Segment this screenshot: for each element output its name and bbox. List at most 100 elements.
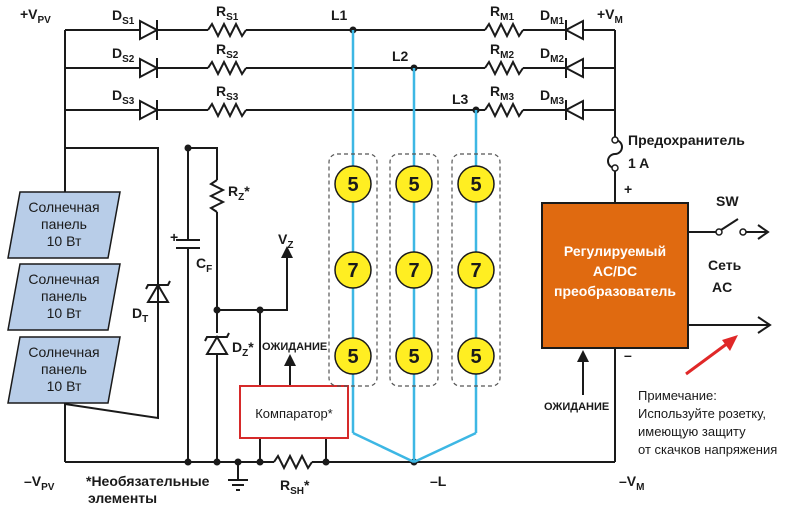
standby-label-comparator: ОЖИДАНИЕ: [262, 341, 327, 353]
fuse-labels: Предохранитель 1 A + – SW Сеть AC: [624, 132, 745, 363]
comparator-box: [239, 385, 349, 439]
solar-panel-1: [7, 191, 121, 259]
led-value: 5: [347, 346, 358, 368]
ds2-label: DS2: [112, 45, 135, 65]
solar-panel-3: [7, 336, 121, 404]
optional-note: *Необязательные элементы: [86, 473, 210, 506]
dz-label: DZ*: [232, 339, 254, 359]
vm-neg-label: –VM: [619, 473, 644, 493]
panel-3-line-3: 10 Вт: [47, 378, 82, 394]
capacitor-cf: [176, 144, 200, 462]
led-value: 5: [408, 174, 419, 196]
panel-1-line-2: панель: [41, 216, 87, 232]
resistor-rs3: [207, 101, 247, 119]
fuse-title: Предохранитель: [628, 132, 745, 148]
fuse-rating: 1 A: [628, 155, 649, 171]
panel-2-line-2: панель: [41, 288, 87, 304]
rail-labels: +VPV +VM –VPV –VM L1 L2 L3 –L: [20, 6, 644, 493]
dm2-label: DM2: [540, 45, 564, 65]
panel-1-line-3: 10 Вт: [47, 233, 82, 249]
rs2-label: RS2: [216, 41, 239, 61]
led-module: [395, 337, 433, 375]
mains-label-2: AC: [712, 279, 732, 295]
resistor-rs2: [207, 59, 247, 77]
ds3-label: DS3: [112, 87, 135, 107]
converter-minus: –: [624, 347, 632, 363]
resistor-rm1: [484, 21, 524, 39]
fuse: [607, 136, 623, 203]
note-line-3: имеющую защиту: [638, 424, 746, 439]
note-arrow: [685, 335, 738, 376]
resistor-rs1: [207, 21, 247, 39]
note-line-2: Используйте розетку,: [638, 406, 766, 421]
l-neg-label: –L: [430, 473, 447, 489]
note-line-4: от скачков напряжения: [638, 442, 777, 457]
led-value: 7: [470, 260, 481, 282]
optional-label-1: *Необязательные: [86, 473, 210, 489]
panel-labels: Солнечная панель 10 Вт Солнечная панель …: [28, 199, 99, 394]
solar-panel-2: [7, 263, 121, 331]
rsh-label: RSH*: [280, 477, 310, 497]
vz-node: [213, 246, 293, 386]
led-value: 7: [408, 260, 419, 282]
panel-2-line-1: Солнечная: [28, 271, 99, 287]
converter-line-3: преобразователь: [554, 283, 676, 299]
diode-ds3-symbol: [139, 99, 160, 121]
converter-line-1: Регулируемый: [564, 243, 666, 259]
zener-dz: [204, 332, 230, 462]
converter-plus: +: [624, 181, 632, 197]
led-module: [334, 251, 372, 289]
string-row-1: [65, 19, 615, 41]
led-labels: 5 5 5 7 7 7 5 5 5: [347, 174, 481, 368]
rz-label: RZ*: [228, 183, 250, 203]
solar-panel-wiring: [64, 147, 159, 462]
dm1-label: DM1: [540, 7, 564, 27]
mains-label-1: Сеть: [708, 257, 742, 273]
l1-label: L1: [331, 7, 348, 23]
diode-dm1-symbol: [563, 19, 584, 41]
diode-ds1-symbol: [139, 19, 160, 41]
led-module: [457, 337, 495, 375]
string-row-3: [65, 99, 615, 121]
led-value: 5: [408, 346, 419, 368]
rm1-label: RM1: [490, 3, 514, 23]
led-group-outlines: [328, 153, 501, 387]
led-value: 7: [347, 260, 358, 282]
ds1-label: DS1: [112, 7, 135, 27]
led-module: [334, 165, 372, 203]
optional-label-2: элементы: [88, 490, 157, 506]
cf-plus-label: +: [170, 229, 178, 245]
led-module: [334, 337, 372, 375]
l2-label: L2: [392, 48, 409, 64]
zener-dt: [145, 280, 171, 303]
l3-label: L3: [452, 91, 469, 107]
note-labels: Примечание: Используйте розетку, имеющую…: [638, 388, 777, 457]
note-line-1: Примечание:: [638, 388, 717, 403]
ground-symbol: [228, 462, 248, 491]
led-value: 5: [470, 174, 481, 196]
diode-dm3-symbol: [563, 99, 584, 121]
rm2-label: RM2: [490, 41, 514, 61]
bottom-rail: [65, 453, 615, 471]
rm3-label: RM3: [490, 83, 514, 103]
comparator-label: Компаратор*: [255, 406, 333, 421]
resistor-rm3: [484, 101, 524, 119]
vpv-neg-label: –VPV: [24, 473, 55, 493]
led-module: [395, 165, 433, 203]
converter-labels: Регулируемый AC/DC преобразователь: [554, 243, 676, 299]
diode-dm2-symbol: [563, 57, 584, 79]
dt-label: DT: [132, 305, 148, 325]
switch-label: SW: [716, 193, 739, 209]
vm-pos-label: +VM: [597, 6, 623, 26]
led-module: [395, 251, 433, 289]
comparator-wiring: [259, 354, 327, 462]
panel-1-line-1: Солнечная: [28, 199, 99, 215]
led-module: [457, 251, 495, 289]
vpv-pos-label: +VPV: [20, 6, 51, 26]
rs3-label: RS3: [216, 83, 239, 103]
rs1-label: RS1: [216, 3, 239, 23]
string-row-2: [65, 57, 615, 79]
resistor-rsh: [273, 453, 313, 471]
